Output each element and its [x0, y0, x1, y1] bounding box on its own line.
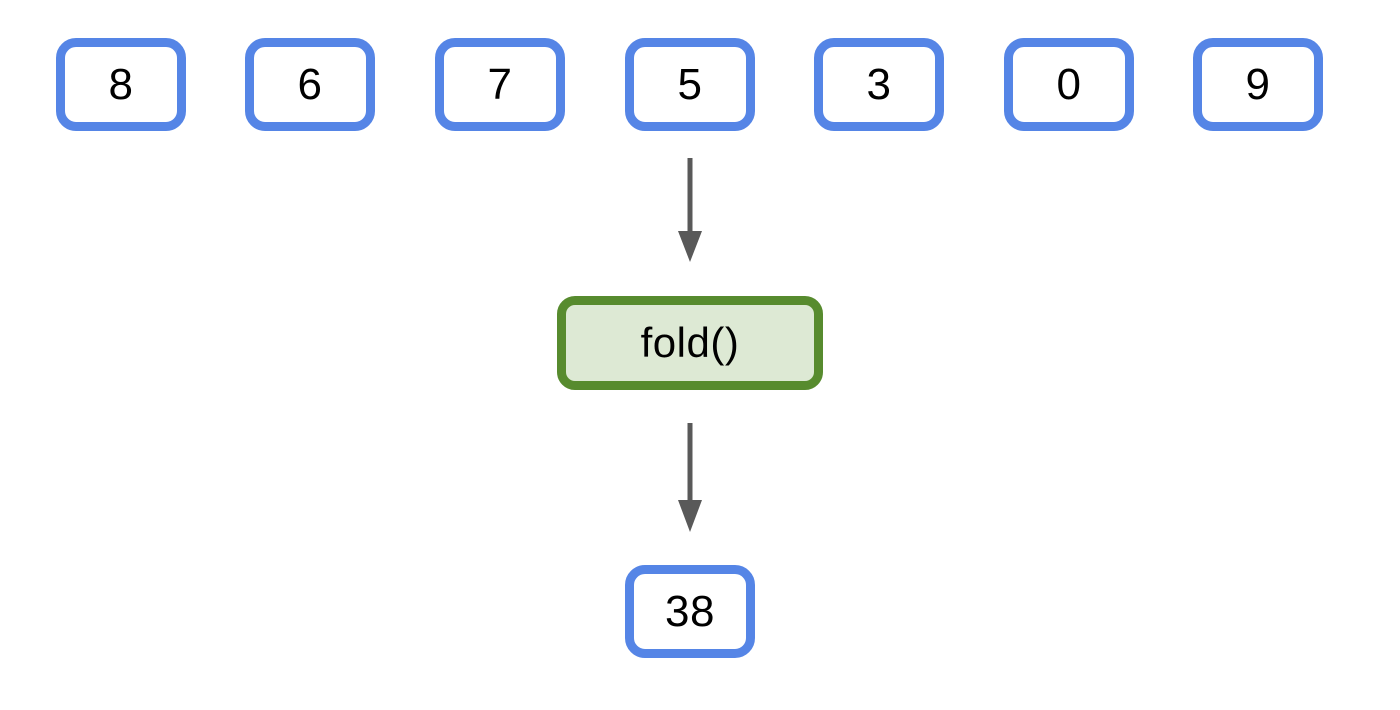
input-row: 8 6 7 5 3 0 9 — [0, 0, 1400, 180]
input-box-4-label: 3 — [866, 59, 892, 109]
input-box-6-label: 9 — [1245, 59, 1271, 109]
input-box-5[interactable]: 0 — [1004, 38, 1134, 131]
fold-operation-box[interactable]: fold() — [557, 296, 823, 390]
input-box-2[interactable]: 7 — [435, 38, 565, 131]
input-box-1[interactable]: 6 — [245, 38, 375, 131]
input-box-0-label: 8 — [108, 59, 134, 109]
input-box-1-label: 6 — [297, 59, 323, 109]
arrow-fold-to-result-icon — [678, 423, 702, 532]
input-box-3-label: 5 — [677, 59, 703, 109]
arrow-inputs-to-fold-icon — [678, 158, 702, 262]
input-box-5-label: 0 — [1056, 59, 1082, 109]
result-box[interactable]: 38 — [625, 565, 755, 658]
fold-operation-label: fold() — [640, 319, 740, 366]
input-box-4[interactable]: 3 — [814, 38, 944, 131]
input-box-0[interactable]: 8 — [56, 38, 186, 131]
input-box-2-label: 7 — [487, 59, 513, 109]
input-box-3[interactable]: 5 — [625, 38, 755, 131]
input-box-6[interactable]: 9 — [1193, 38, 1323, 131]
result-label: 38 — [665, 586, 715, 636]
